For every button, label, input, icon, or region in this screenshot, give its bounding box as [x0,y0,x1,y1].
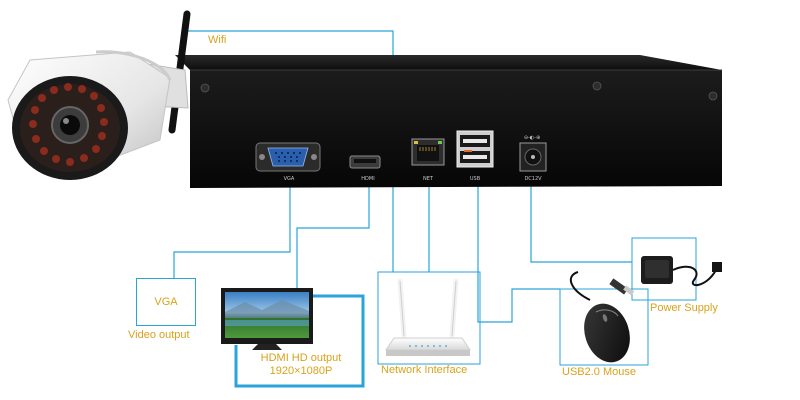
screw-icon [592,81,602,91]
usb-plug-icon [609,278,635,296]
hdmi-port-icon [349,155,381,169]
power-line [530,170,632,263]
net-port-label: NET [423,176,434,182]
dc-polarity-symbol: ⊖-◐-⊕ [524,135,540,141]
usb-line [477,170,560,323]
camera-icon [7,10,191,180]
connection-lines [173,30,632,323]
wifi-label: Wifi [208,34,227,46]
power-frame [631,237,697,301]
net-port-icon [411,138,445,166]
vga-output-box: VGA [136,278,196,326]
network-interface-label: Network Interface [381,364,468,376]
monitor-icon [221,288,313,350]
wifi-line [186,30,394,272]
hdmi-output-frame [234,294,365,388]
network-frame [377,271,481,365]
screw-icon [200,83,210,93]
vga-port-label: VGA [284,176,295,182]
usb-mouse-label: USB2.0 Mouse [562,366,636,378]
nvr-device: VGA HDMI NET USB ⊖-◐-⊕ [175,55,722,188]
mouse-icon [569,271,630,363]
vga-line [173,178,291,278]
vga-box-label: VGA [154,296,178,308]
screw-icon [708,91,718,101]
hdmi-port-label: HDMI [361,176,374,182]
mouse-frame [559,288,649,366]
usb-port-icon [456,130,494,168]
hdmi-output-label: HDMI HD output 1920×1080P [250,352,352,378]
hdmi-output-line1: HDMI HD output [260,352,342,364]
hdmi-line [296,180,370,290]
video-output-label: Video output [128,329,190,341]
vga-port-icon [255,142,321,172]
dc-port-icon: ⊖-◐-⊕ [519,135,547,172]
power-adapter-icon [641,256,722,287]
usb-port-label: USB [470,176,481,182]
router-icon [385,278,471,356]
power-supply-label: Power Supply [650,302,718,314]
hdmi-output-line2: 1920×1080P [269,365,333,377]
dc-port-label: DC12V [524,176,542,182]
